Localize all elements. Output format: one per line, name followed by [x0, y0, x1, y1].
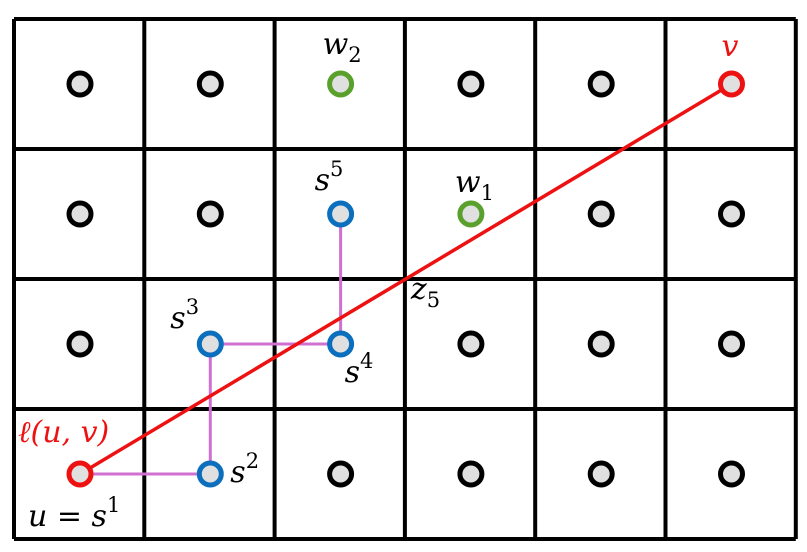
line-segment	[79, 82, 733, 476]
segment-uv	[79, 82, 733, 476]
node-default	[587, 460, 615, 488]
node-default	[587, 330, 615, 358]
node-path	[327, 330, 355, 358]
node-default	[457, 330, 485, 358]
node-default	[196, 70, 224, 98]
path-edges	[80, 214, 343, 476]
node-default	[327, 460, 355, 488]
segment-label: ℓ(u, v)	[18, 415, 109, 450]
node-witness	[327, 70, 355, 98]
node-label: s5	[315, 157, 344, 198]
node-label: w2	[323, 27, 362, 67]
node-path	[196, 460, 224, 488]
node-default	[66, 200, 94, 228]
node-label: w1	[455, 165, 494, 205]
node-default	[587, 70, 615, 98]
node-default	[718, 200, 745, 228]
node-label: u = s1	[28, 493, 120, 534]
node-endpoint	[718, 70, 745, 98]
grid-nodes	[66, 70, 745, 488]
node-default	[66, 70, 94, 98]
crossing-label: z5	[410, 272, 440, 312]
node-default	[457, 460, 485, 488]
node-path	[327, 200, 355, 228]
node-default	[718, 460, 745, 488]
node-default	[196, 200, 224, 228]
node-default	[66, 330, 94, 358]
grid-lines	[12, 17, 798, 541]
node-endpoint	[66, 460, 94, 488]
node-labels: w2 v s5 w1 s3 s4 u = s1 s2 ℓ(u, v) z5	[18, 27, 739, 534]
node-default	[718, 330, 745, 358]
node-default	[457, 70, 485, 98]
node-label: s3	[170, 295, 199, 336]
node-label: v	[722, 29, 739, 64]
node-default	[587, 200, 615, 228]
node-label: s4	[345, 349, 374, 390]
node-witness	[457, 200, 485, 228]
node-path	[196, 330, 224, 358]
node-label: s2	[230, 449, 259, 490]
